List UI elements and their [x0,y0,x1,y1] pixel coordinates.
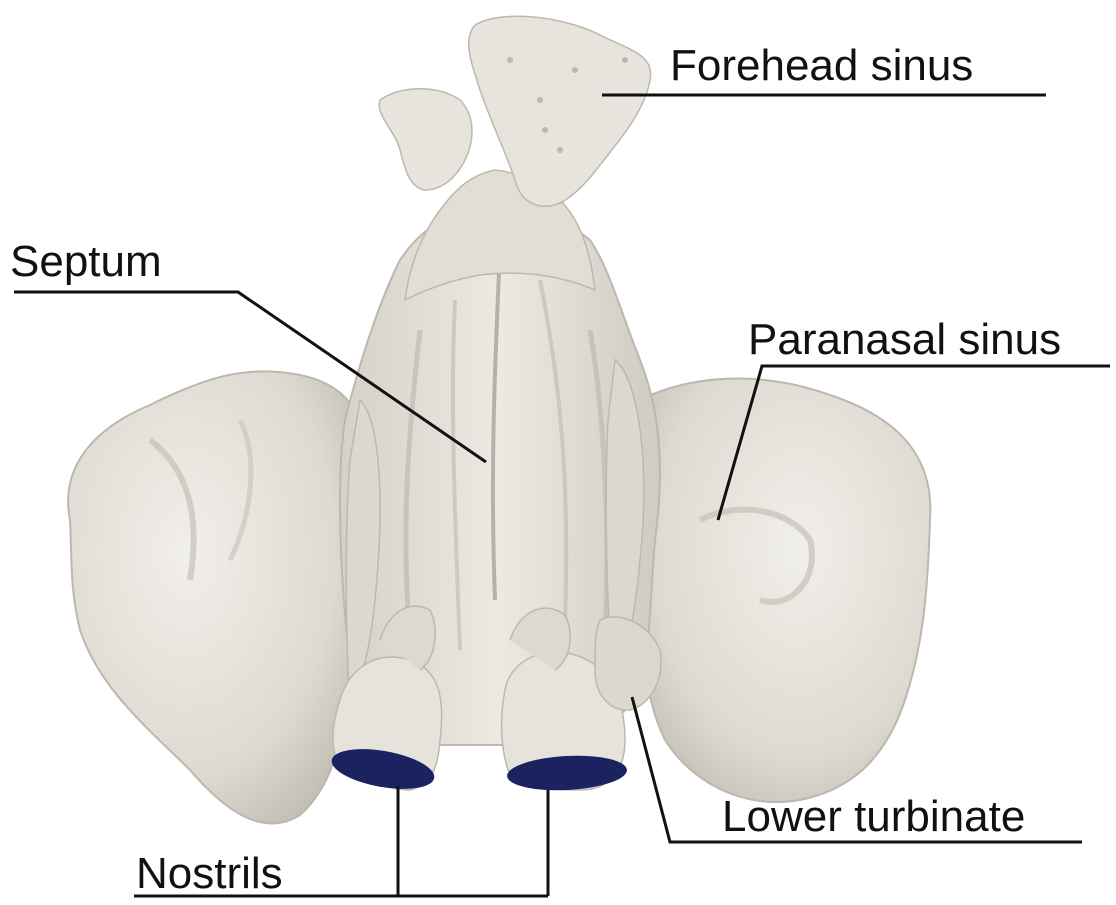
label-lower-turbinate: Lower turbinate [722,795,1025,839]
left-sinus-lobe [68,371,366,823]
label-nostrils: Nostrils [136,852,283,896]
label-forehead-sinus: Forehead sinus [670,44,973,88]
label-septum: Septum [10,240,162,284]
right-sinus-lobe [637,379,930,802]
label-paranasal-sinus: Paranasal sinus [748,318,1061,362]
frontal-sinus-left-lobe [379,89,472,190]
